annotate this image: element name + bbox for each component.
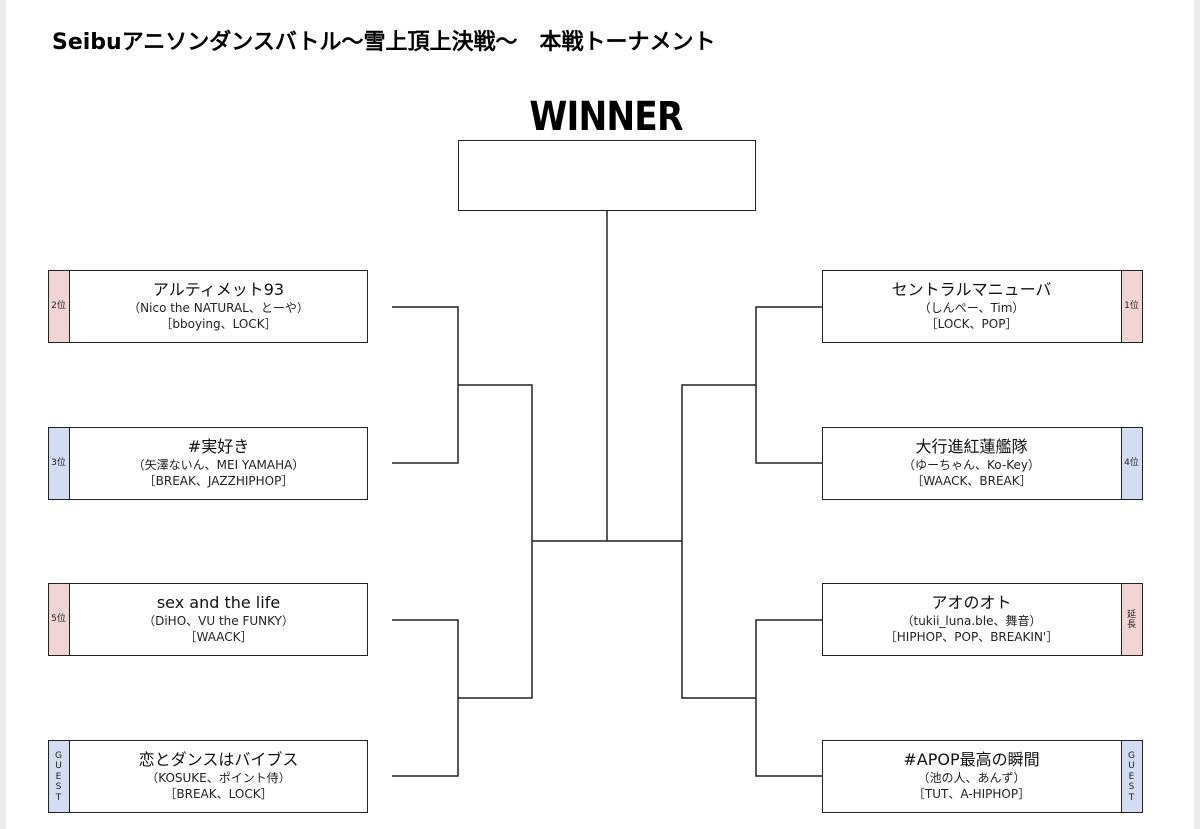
rank-tab: 4位 [1120,426,1143,500]
team-members: （ゆーちゃん、Ko-Key） [903,458,1040,472]
team-name: アオのオト [931,593,1012,612]
bracket-line-left-pair-1 [392,306,459,464]
team-card-right-3: 延長 アオのオト （tukii_luna.ble、舞音） ［HIPHOP、POP… [822,582,1143,656]
team-members: （tukii_luna.ble、舞音） [901,614,1042,628]
bracket-line-right-pair-2 [755,619,822,777]
team-name: #実好き [187,437,250,456]
page-title: Seibuアニソンダンスバトル〜雪上頂上決戦〜 本戦トーナメント [52,30,716,55]
bracket-line-left-semi [458,384,533,699]
team-name: sex and the life [156,593,281,612]
team-name: 恋とダンスはバイブス [138,750,299,769]
team-genres: ［BREAK、LOCK］ [164,787,273,801]
tournament-sheet: Seibuアニソンダンスバトル〜雪上頂上決戦〜 本戦トーナメント WINNER … [6,0,1194,829]
team-genres: ［WAACK］ [184,630,253,644]
team-genres: ［WAACK、BREAK］ [911,474,1032,488]
team-members: （Nico the NATURAL、とーや） [128,301,309,315]
team-genres: ［TUT、A-HIPHOP］ [912,787,1031,801]
bracket-line-right-semi [681,384,756,699]
team-card-left-2: 3位 #実好き （矢澤ないん、MEI YAMAHA） ［BREAK、JAZZHI… [47,426,368,500]
team-card-left-1: 2位 アルティメット93 （Nico the NATURAL、とーや） ［bbo… [47,269,368,343]
team-name: セントラルマニューバ [891,280,1052,299]
team-members: （矢澤ないん、MEI YAMAHA） [132,458,305,472]
team-genres: ［bboying、LOCK］ [160,317,277,331]
bracket-lines [392,210,822,777]
rank-tab: 3位 [47,426,70,500]
team-genres: ［LOCK、POP］ [925,317,1018,331]
team-members: （しんぺー、Tim） [918,301,1025,315]
team-name: #APOP最高の瞬間 [903,750,1040,769]
bracket-line-right-pair-1 [755,306,822,464]
team-members: （KOSUKE、ポイント侍） [146,771,291,785]
winner-label: WINNER [529,94,683,140]
team-genres: ［BREAK、JAZZHIPHOP］ [143,474,294,488]
team-genres: ［HIPHOP、POP、BREAKIN'］ [884,630,1059,644]
team-name: 大行進紅蓮艦隊 [915,437,1028,456]
rank-tab: 5位 [47,582,70,656]
team-card-right-2: 4位 大行進紅蓮艦隊 （ゆーちゃん、Ko-Key） ［WAACK、BREAK］ [822,426,1143,500]
bracket-line-left-pair-2 [392,619,459,777]
rank-tab: 1位 [1120,269,1143,343]
team-card-left-3: 5位 sex and the life （DiHO、VU the FUNKY） … [47,582,368,656]
rank-tab: 延長 [1120,582,1143,656]
team-members: （池の人、あんず） [917,771,1026,785]
team-members: （DiHO、VU the FUNKY） [143,614,294,628]
team-name: アルティメット93 [152,280,285,299]
rank-tab: 2位 [47,269,70,343]
team-card-right-1: 1位 セントラルマニューバ （しんぺー、Tim） ［LOCK、POP］ [822,269,1143,343]
